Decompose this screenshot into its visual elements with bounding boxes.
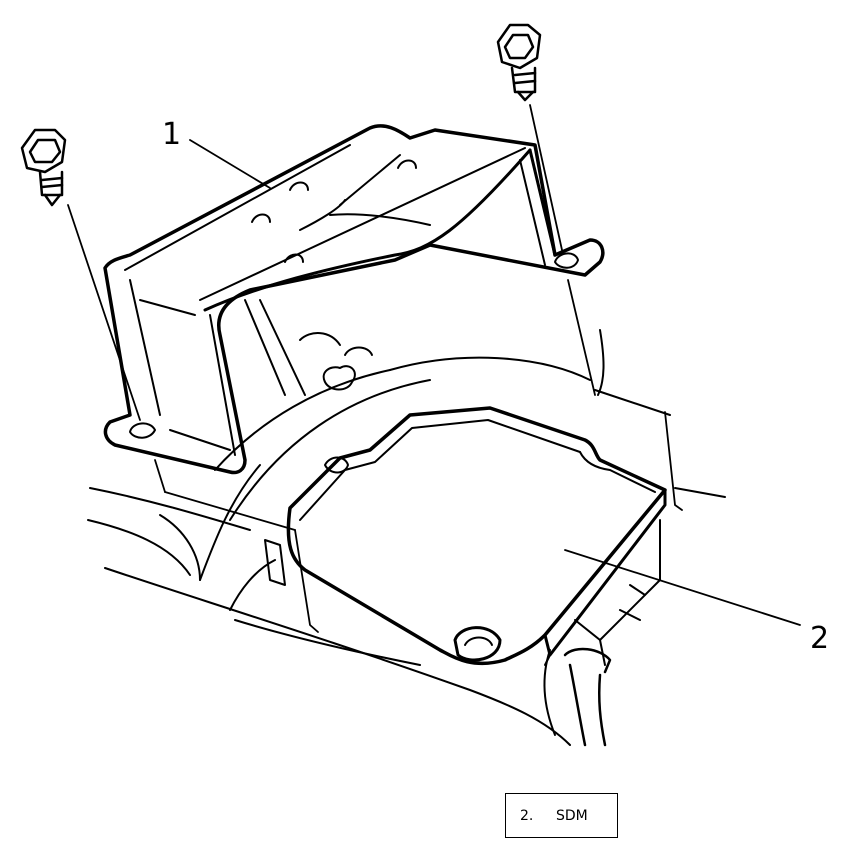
callout-2-leader: [564, 549, 801, 626]
floor-contours: [87, 329, 726, 746]
legend-box: 2. SDM: [505, 793, 618, 838]
bracket: [103, 124, 605, 475]
bolt-left: [20, 128, 67, 207]
callout-1-label: 1: [162, 117, 181, 152]
legend-entry-number: 2.: [520, 807, 534, 824]
callout-leaders: [189, 139, 801, 626]
callout-1-leader: [189, 139, 271, 189]
alignment-lines: [67, 104, 683, 633]
bolt-right: [496, 23, 542, 102]
mount-nuts: [299, 332, 373, 391]
legend-entry-text: SDM: [556, 807, 588, 824]
callout-2-label: 2: [810, 621, 829, 656]
sdm-module: [264, 406, 667, 747]
